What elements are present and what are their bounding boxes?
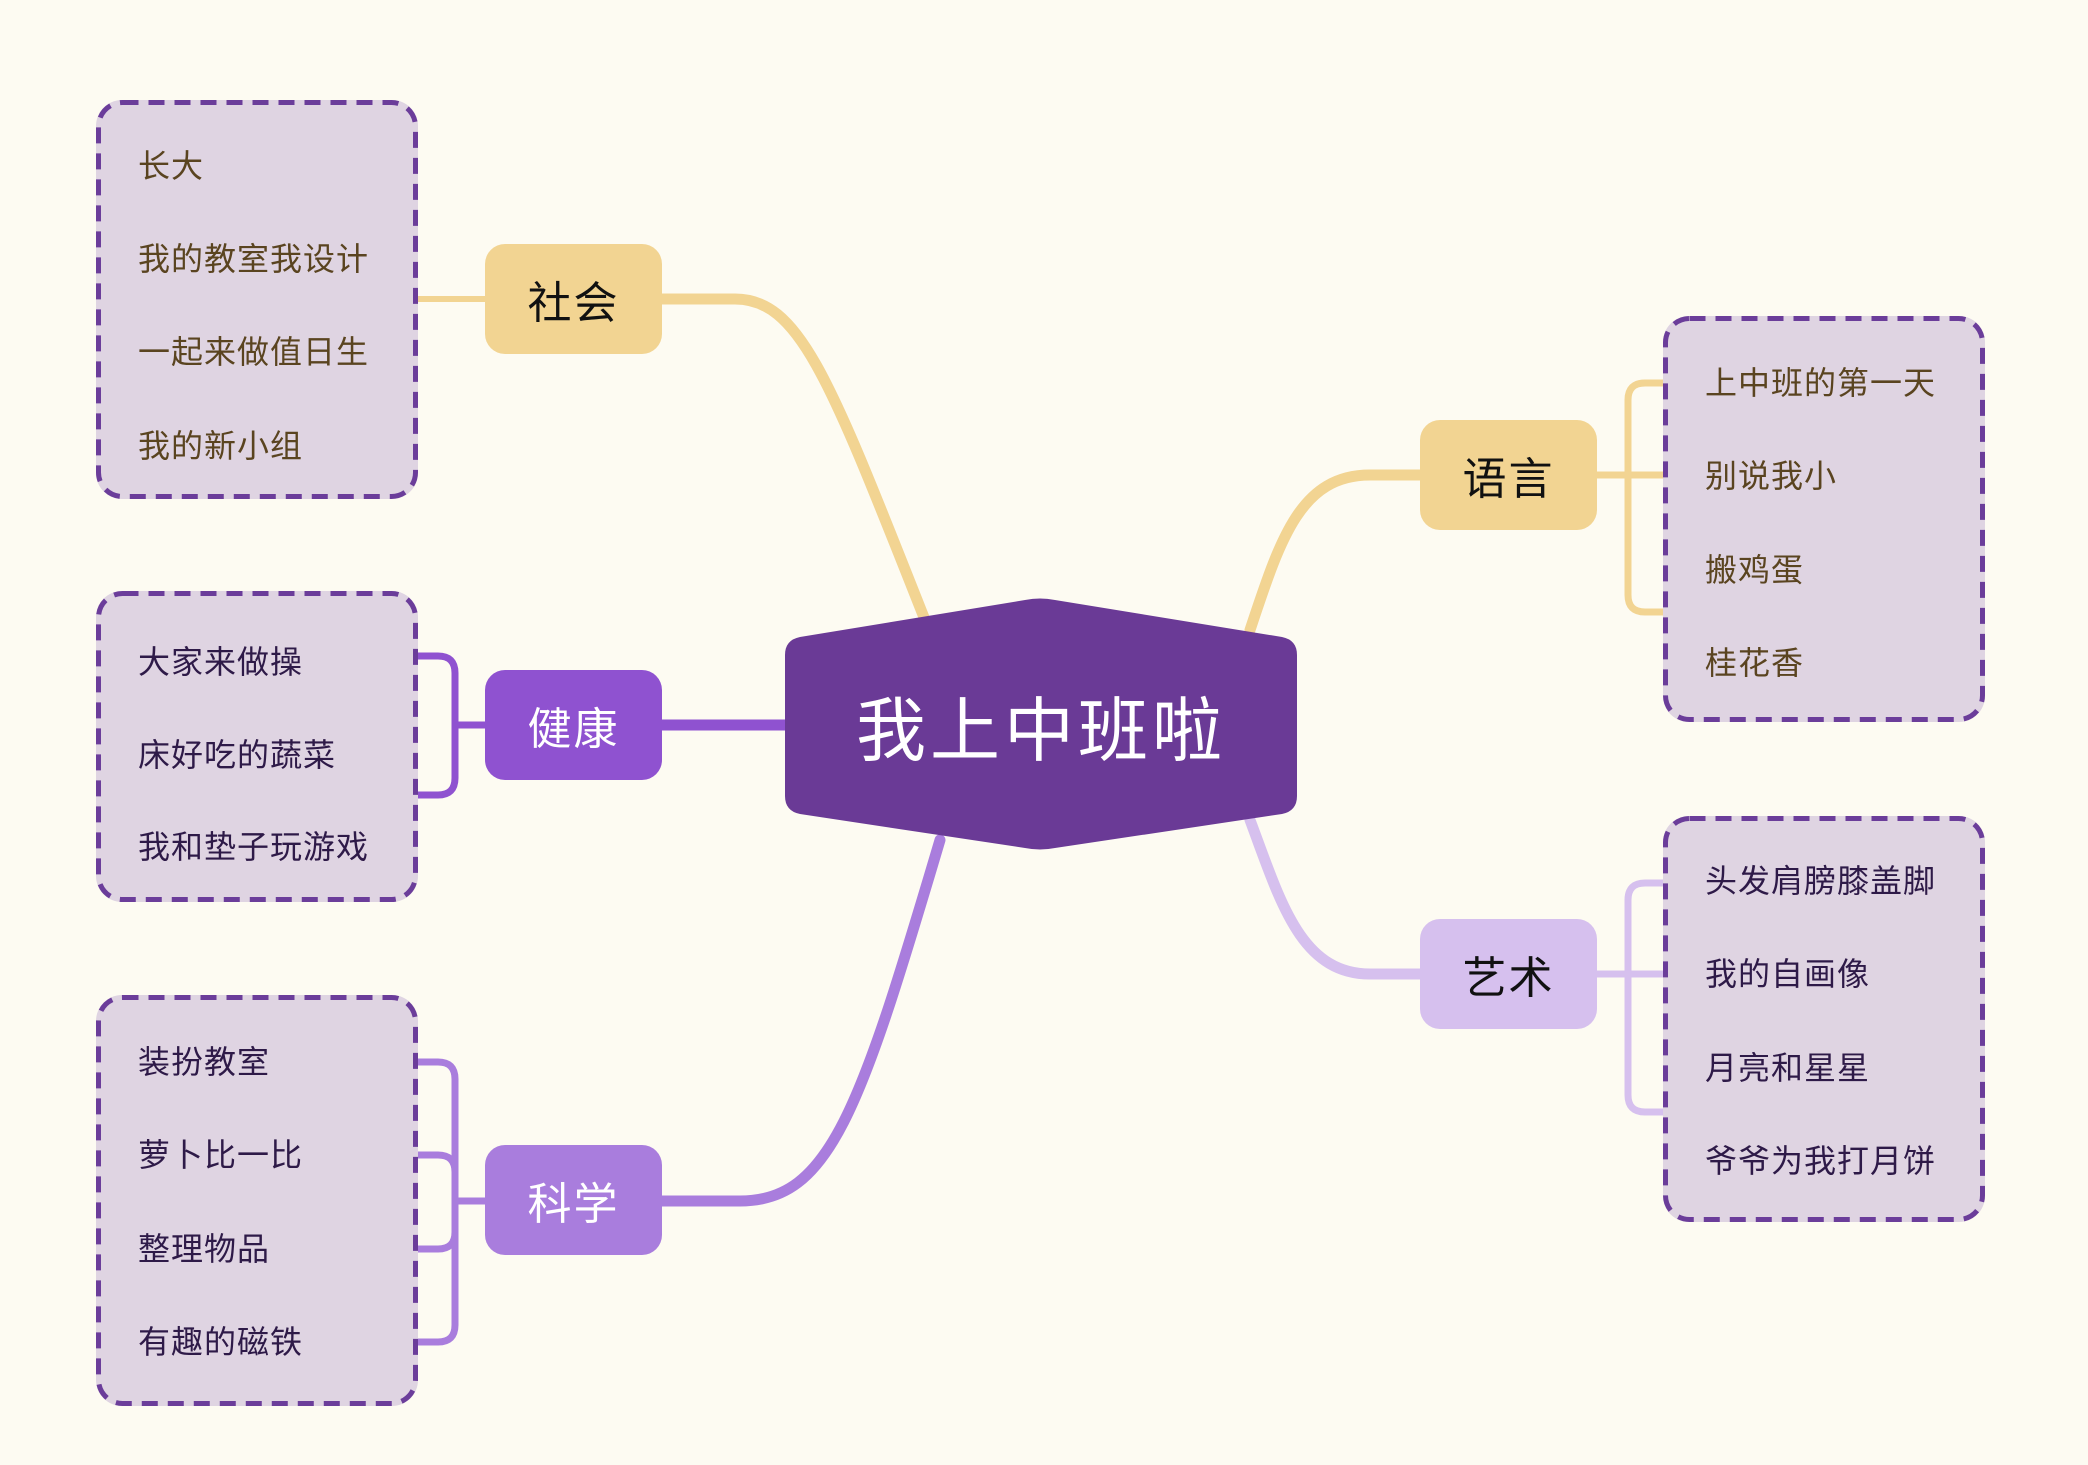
item-language-4[interactable]: 桂花香: [1705, 644, 1805, 682]
branch-node-social[interactable]: 社会: [485, 244, 662, 354]
item-health-2[interactable]: 床好吃的蔬菜: [138, 736, 337, 774]
item-science-3[interactable]: 整理物品: [138, 1230, 271, 1268]
connector-science: [656, 834, 946, 1207]
item-language-2[interactable]: 别说我小: [1705, 457, 1838, 495]
item-language-1[interactable]: 上中班的第一天: [1705, 364, 1937, 402]
branch-label-social: 社会: [527, 278, 620, 329]
dashed-border: [96, 100, 418, 499]
branch-node-language[interactable]: 语言: [1420, 420, 1597, 530]
branch-label-health: 健康: [527, 704, 620, 755]
items-box-social: 长大 我的教室我设计 一起来做值日生 我的新小组: [96, 100, 418, 499]
items-box-science: 装扮教室 萝卜比一比 整理物品 有趣的磁铁: [96, 995, 418, 1406]
branch-node-art[interactable]: 艺术: [1420, 919, 1597, 1029]
item-art-4[interactable]: 爷爷为我打月饼: [1705, 1142, 1937, 1180]
connector-art: [1244, 814, 1426, 980]
item-social-4[interactable]: 我的新小组: [138, 427, 304, 465]
connector-social: [656, 293, 931, 626]
items-box-health: 大家来做操 床好吃的蔬菜 我和垫子玩游戏: [96, 591, 418, 902]
center-topic[interactable]: 我上中班啦: [856, 689, 1226, 772]
item-science-2[interactable]: 萝卜比一比: [138, 1136, 304, 1174]
sub-connector-science: [393, 1058, 485, 1346]
item-science-4[interactable]: 有趣的磁铁: [138, 1323, 304, 1361]
item-language-3[interactable]: 搬鸡蛋: [1705, 551, 1805, 589]
branch-node-science[interactable]: 科学: [485, 1145, 662, 1255]
item-social-3[interactable]: 一起来做值日生: [138, 333, 370, 371]
item-art-1[interactable]: 头发肩膀膝盖脚: [1705, 862, 1937, 900]
items-box-art: 头发肩膀膝盖脚 我的自画像 月亮和星星 爷爷为我打月饼: [1663, 816, 1985, 1222]
item-health-1[interactable]: 大家来做操: [138, 643, 304, 681]
branch-label-language: 语言: [1462, 454, 1555, 505]
item-health-3[interactable]: 我和垫子玩游戏: [138, 828, 370, 866]
item-art-3[interactable]: 月亮和星星: [1705, 1049, 1871, 1087]
dashed-border: [96, 995, 418, 1406]
item-science-1[interactable]: 装扮教室: [138, 1043, 271, 1081]
sub-connector-health: [393, 652, 485, 799]
center-hexagon[interactable]: [785, 598, 1297, 850]
dashed-border: [1663, 816, 1985, 1222]
item-social-1[interactable]: 长大: [138, 147, 205, 185]
branch-node-health[interactable]: 健康: [485, 670, 662, 780]
item-social-2[interactable]: 我的教室我设计: [138, 240, 370, 278]
branch-label-art: 艺术: [1462, 953, 1555, 1004]
branch-label-science: 科学: [527, 1179, 620, 1230]
items-box-language: 上中班的第一天 别说我小 搬鸡蛋 桂花香: [1663, 316, 1985, 722]
connector-language: [1244, 469, 1426, 636]
item-art-2[interactable]: 我的自画像: [1705, 955, 1871, 993]
dashed-border: [1663, 316, 1985, 722]
dashed-border: [96, 591, 418, 902]
